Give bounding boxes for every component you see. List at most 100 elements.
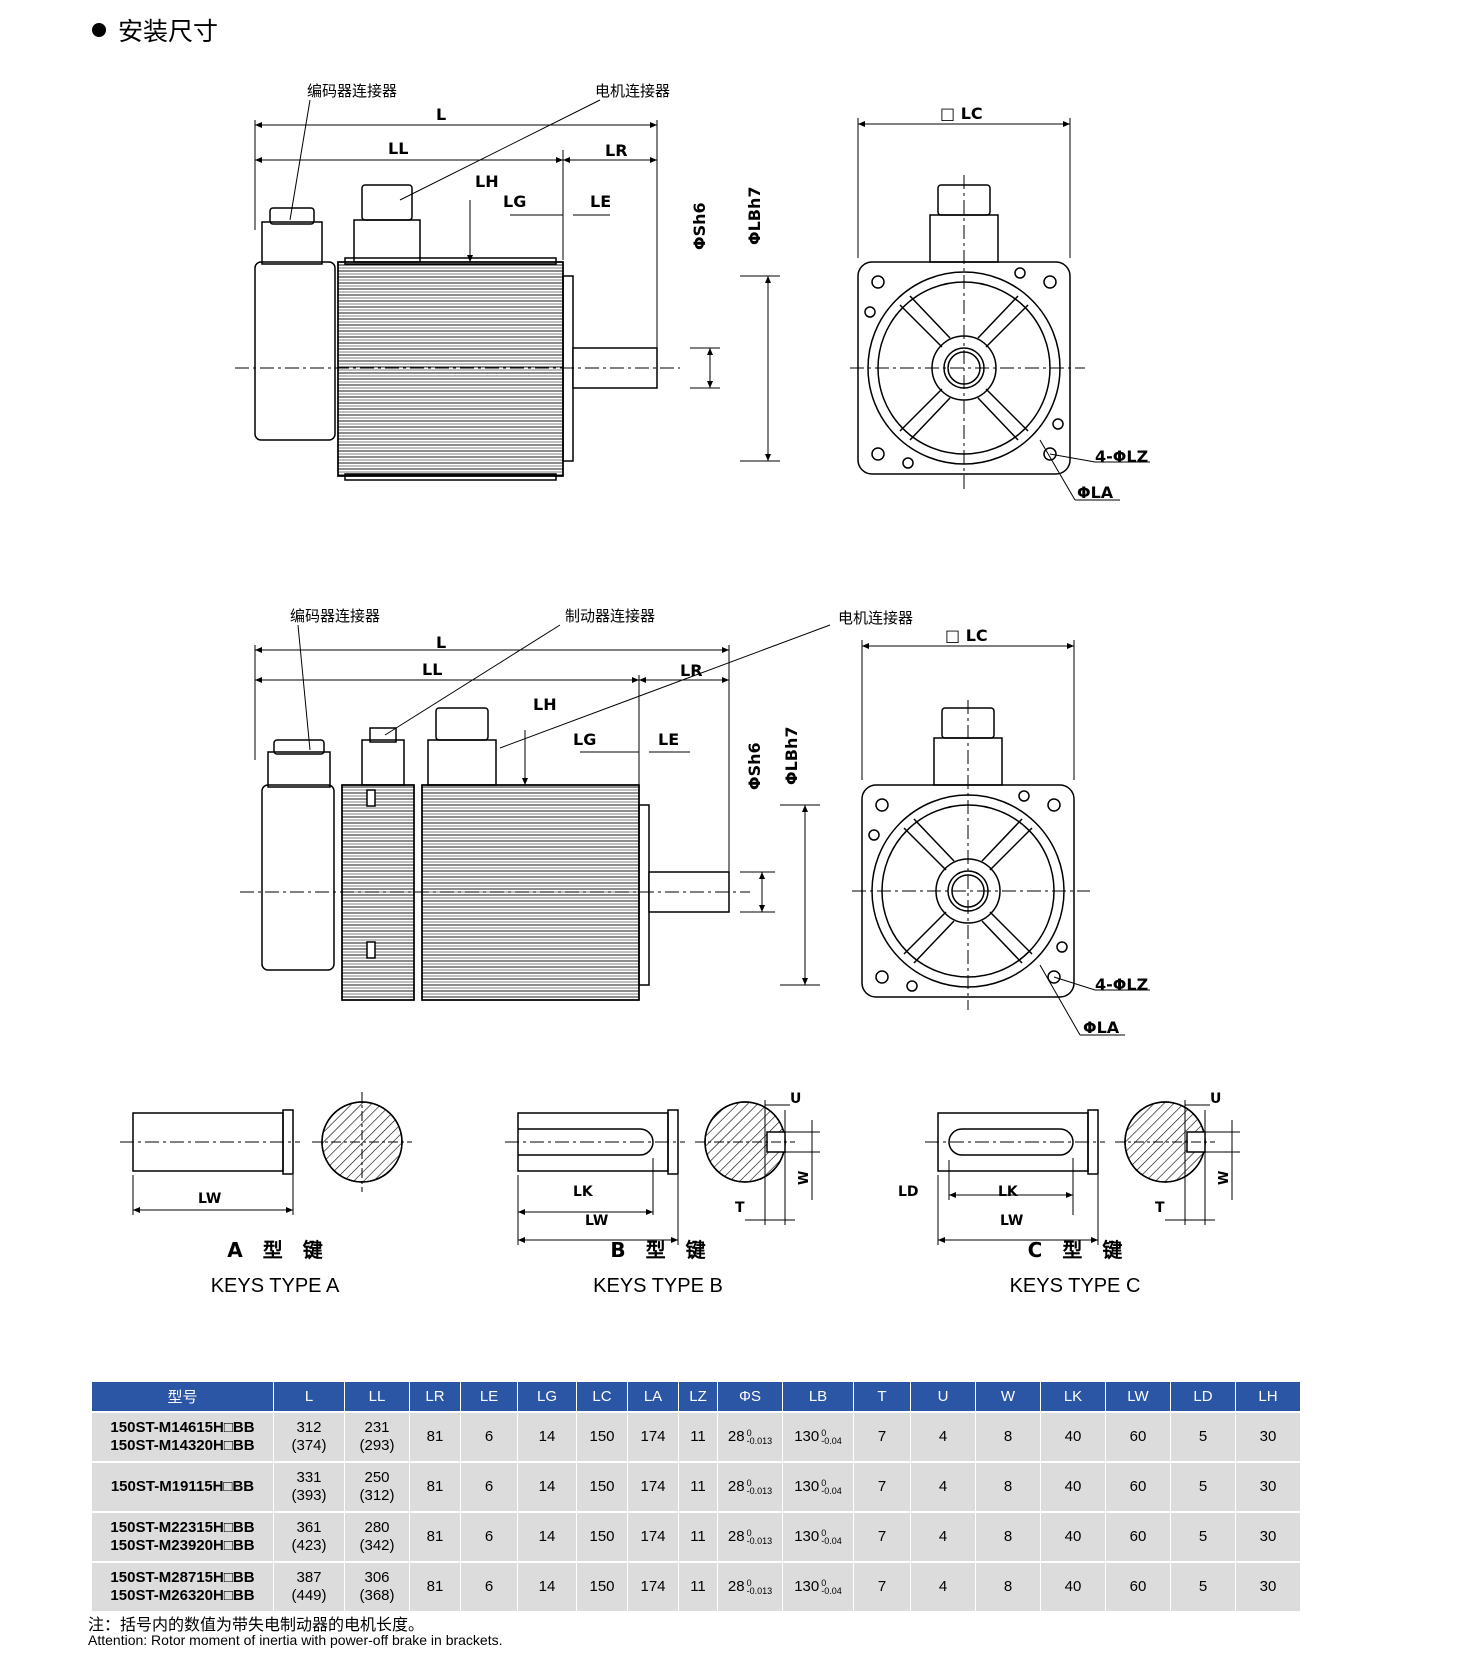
- table-row: 150ST-M19115H□BB 331(393) 250(312) 81 6 …: [92, 1461, 1300, 1511]
- cell-LK: 40: [1041, 1561, 1105, 1611]
- cell-LH: 30: [1236, 1561, 1300, 1611]
- col-header-U: U: [911, 1382, 975, 1411]
- dim-L-1: L: [436, 105, 446, 124]
- cell-LH: 30: [1236, 1461, 1300, 1511]
- key-type-a-en: KEYS TYPE A: [210, 1275, 340, 1297]
- cell-LE: 6: [461, 1511, 517, 1561]
- cell-LL: 306(368): [345, 1561, 409, 1611]
- dim-LH-1: LH: [475, 172, 499, 191]
- cell-LR: 81: [410, 1461, 460, 1511]
- note-cn: 注：括号内的数值为带失电制动器的电机长度。: [88, 1615, 425, 1634]
- front-view-1-dims: [857, 118, 1150, 501]
- dim-LK-b: LK: [573, 1184, 594, 1200]
- dim-LR-1: LR: [605, 141, 628, 160]
- cell-LK: 40: [1041, 1411, 1105, 1461]
- cell-LE: 6: [461, 1561, 517, 1611]
- encoder-connector-label-1: 编码器连接器: [307, 82, 397, 100]
- cell-LW: 60: [1106, 1461, 1170, 1511]
- key-type-b-cn: B 型 键: [610, 1238, 706, 1262]
- key-type-a-cn: A 型 键: [227, 1238, 323, 1262]
- dim-LL-2: LL: [422, 660, 442, 679]
- cell-LL: 231(293): [345, 1411, 409, 1461]
- col-header-LR: LR: [410, 1382, 460, 1411]
- dim-LR-2: LR: [680, 661, 703, 680]
- cell-LE: 6: [461, 1461, 517, 1511]
- cell-W: 8: [976, 1411, 1040, 1461]
- dim-W-c: W: [1217, 1171, 1232, 1185]
- col-header-LB: LB: [783, 1382, 853, 1411]
- side-view-2: [240, 707, 750, 1001]
- dim-LK-c: LK: [998, 1184, 1019, 1200]
- key-type-a-caption: A 型 键 KEYS TYPE A: [200, 1240, 350, 1296]
- cell-L: 312(374): [274, 1411, 344, 1461]
- dim-LW-b: LW: [585, 1213, 608, 1229]
- cell-W: 8: [976, 1461, 1040, 1511]
- cell-LD: 5: [1171, 1411, 1235, 1461]
- col-header-S: ΦS: [718, 1382, 782, 1411]
- cell-LG: 14: [518, 1511, 576, 1561]
- dim-U-c: U: [1210, 1091, 1221, 1107]
- section-title-text: 安装尺寸: [118, 17, 219, 46]
- key-type-b-caption: B 型 键 KEYS TYPE B: [583, 1240, 733, 1296]
- bullet-icon: [92, 23, 106, 37]
- cell-LA: 174: [628, 1461, 678, 1511]
- dim-phiLB-1: ΦLBh7: [745, 186, 764, 245]
- cell-LW: 60: [1106, 1411, 1170, 1461]
- dim-LZ-1: 4-ΦLZ: [1095, 447, 1148, 466]
- cell-LW: 60: [1106, 1511, 1170, 1561]
- cell-T: 7: [854, 1511, 910, 1561]
- dim-L-2: L: [436, 633, 446, 652]
- cell-LC: 150: [577, 1511, 627, 1561]
- side-view-2-dims: [254, 624, 831, 986]
- cell-L: 331(393): [274, 1461, 344, 1511]
- cell-LA: 174: [628, 1411, 678, 1461]
- dim-T-b: T: [735, 1200, 745, 1216]
- cell-LC: 150: [577, 1411, 627, 1461]
- col-header-LG: LG: [518, 1382, 576, 1411]
- col-header-LL: LL: [345, 1382, 409, 1411]
- cell-W: 8: [976, 1511, 1040, 1561]
- motor-connector-label-1: 电机连接器: [595, 82, 670, 100]
- key-type-c-en: KEYS TYPE C: [1009, 1275, 1141, 1297]
- dim-phiS-1: ΦSh6: [690, 202, 709, 250]
- cell-LK: 40: [1041, 1511, 1105, 1561]
- motor-connector-label-2: 电机连接器: [838, 609, 913, 627]
- col-header-LH: LH: [1236, 1382, 1300, 1411]
- cell-LZ: 11: [679, 1411, 717, 1461]
- dim-phiLB-2: ΦLBh7: [782, 726, 801, 785]
- spec-table-header: 型号 L LL LR LE LG LC LA LZ ΦS LB T U W LK…: [92, 1382, 1300, 1411]
- cell-U: 4: [911, 1461, 975, 1511]
- cell-LA: 174: [628, 1511, 678, 1561]
- dim-LW-a: LW: [198, 1191, 221, 1207]
- cell-LG: 14: [518, 1561, 576, 1611]
- dim-LC-2: □ LC: [945, 626, 988, 645]
- key-type-a-drawing: [120, 1092, 412, 1215]
- col-header-W: W: [976, 1382, 1040, 1411]
- dim-LL-1: LL: [388, 139, 408, 158]
- dim-LA-1: ΦLA: [1077, 483, 1114, 502]
- cell-L: 361(423): [274, 1511, 344, 1561]
- col-header-LZ: LZ: [679, 1382, 717, 1411]
- dim-LC-1: □ LC: [940, 104, 983, 123]
- dim-LG-2: LG: [573, 730, 596, 749]
- cell-LG: 14: [518, 1461, 576, 1511]
- dim-T-c: T: [1155, 1200, 1165, 1216]
- cell-LR: 81: [410, 1411, 460, 1461]
- cell-U: 4: [911, 1561, 975, 1611]
- brake-connector-label: 制动器连接器: [565, 607, 655, 625]
- cell-LC: 150: [577, 1561, 627, 1611]
- key-type-c-caption: C 型 键 KEYS TYPE C: [1000, 1240, 1150, 1296]
- section-title: 安装尺寸: [92, 12, 218, 48]
- front-view-1: [850, 175, 1085, 490]
- cell-LD: 5: [1171, 1511, 1235, 1561]
